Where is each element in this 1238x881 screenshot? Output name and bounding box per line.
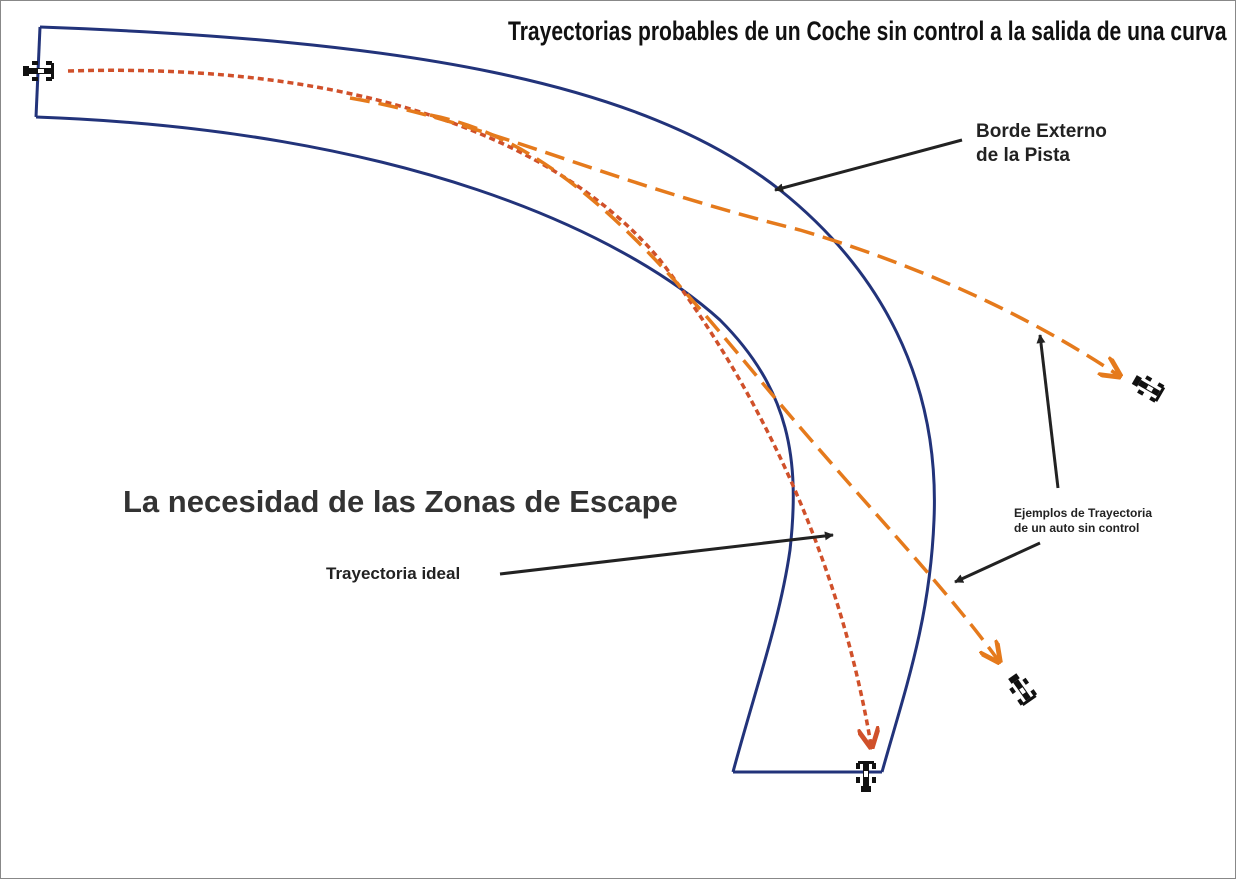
car-right-icon <box>1129 370 1167 404</box>
label-outer-edge-line1: Borde Externo <box>976 121 1107 142</box>
track-outer-edge <box>39 25 936 773</box>
label-ideal-trajectory: Trayectoria ideal <box>326 564 461 583</box>
label-examples-line2: de un auto sin control <box>1014 521 1140 535</box>
uncontrolled-trajectory-lower <box>429 113 998 660</box>
label-outer-edge: Borde Externo de la Pista <box>976 120 1107 168</box>
pointer-ideal-trajectory <box>499 531 834 576</box>
diagram-heading: La necesidad de las Zonas de Escape <box>123 484 678 519</box>
car-lower-icon <box>1004 670 1039 708</box>
uncontrolled-trajectory-right <box>349 96 1118 375</box>
diagram-title: Trayectorias probables de un Coche sin c… <box>508 16 1227 46</box>
label-examples-line1: Ejemplos de Trayectoria <box>1014 506 1153 520</box>
pointer-outer-edge <box>774 138 963 193</box>
pointer-example-right <box>1036 334 1060 489</box>
label-outer-edge-line2: de la Pista <box>976 145 1070 166</box>
ideal-trajectory-path <box>67 68 871 745</box>
pointer-example-lower <box>954 541 1041 584</box>
car-end-icon <box>856 761 876 792</box>
label-examples: Ejemplos de Trayectoria de un auto sin c… <box>1014 506 1152 536</box>
track-inner-edge <box>35 115 795 773</box>
